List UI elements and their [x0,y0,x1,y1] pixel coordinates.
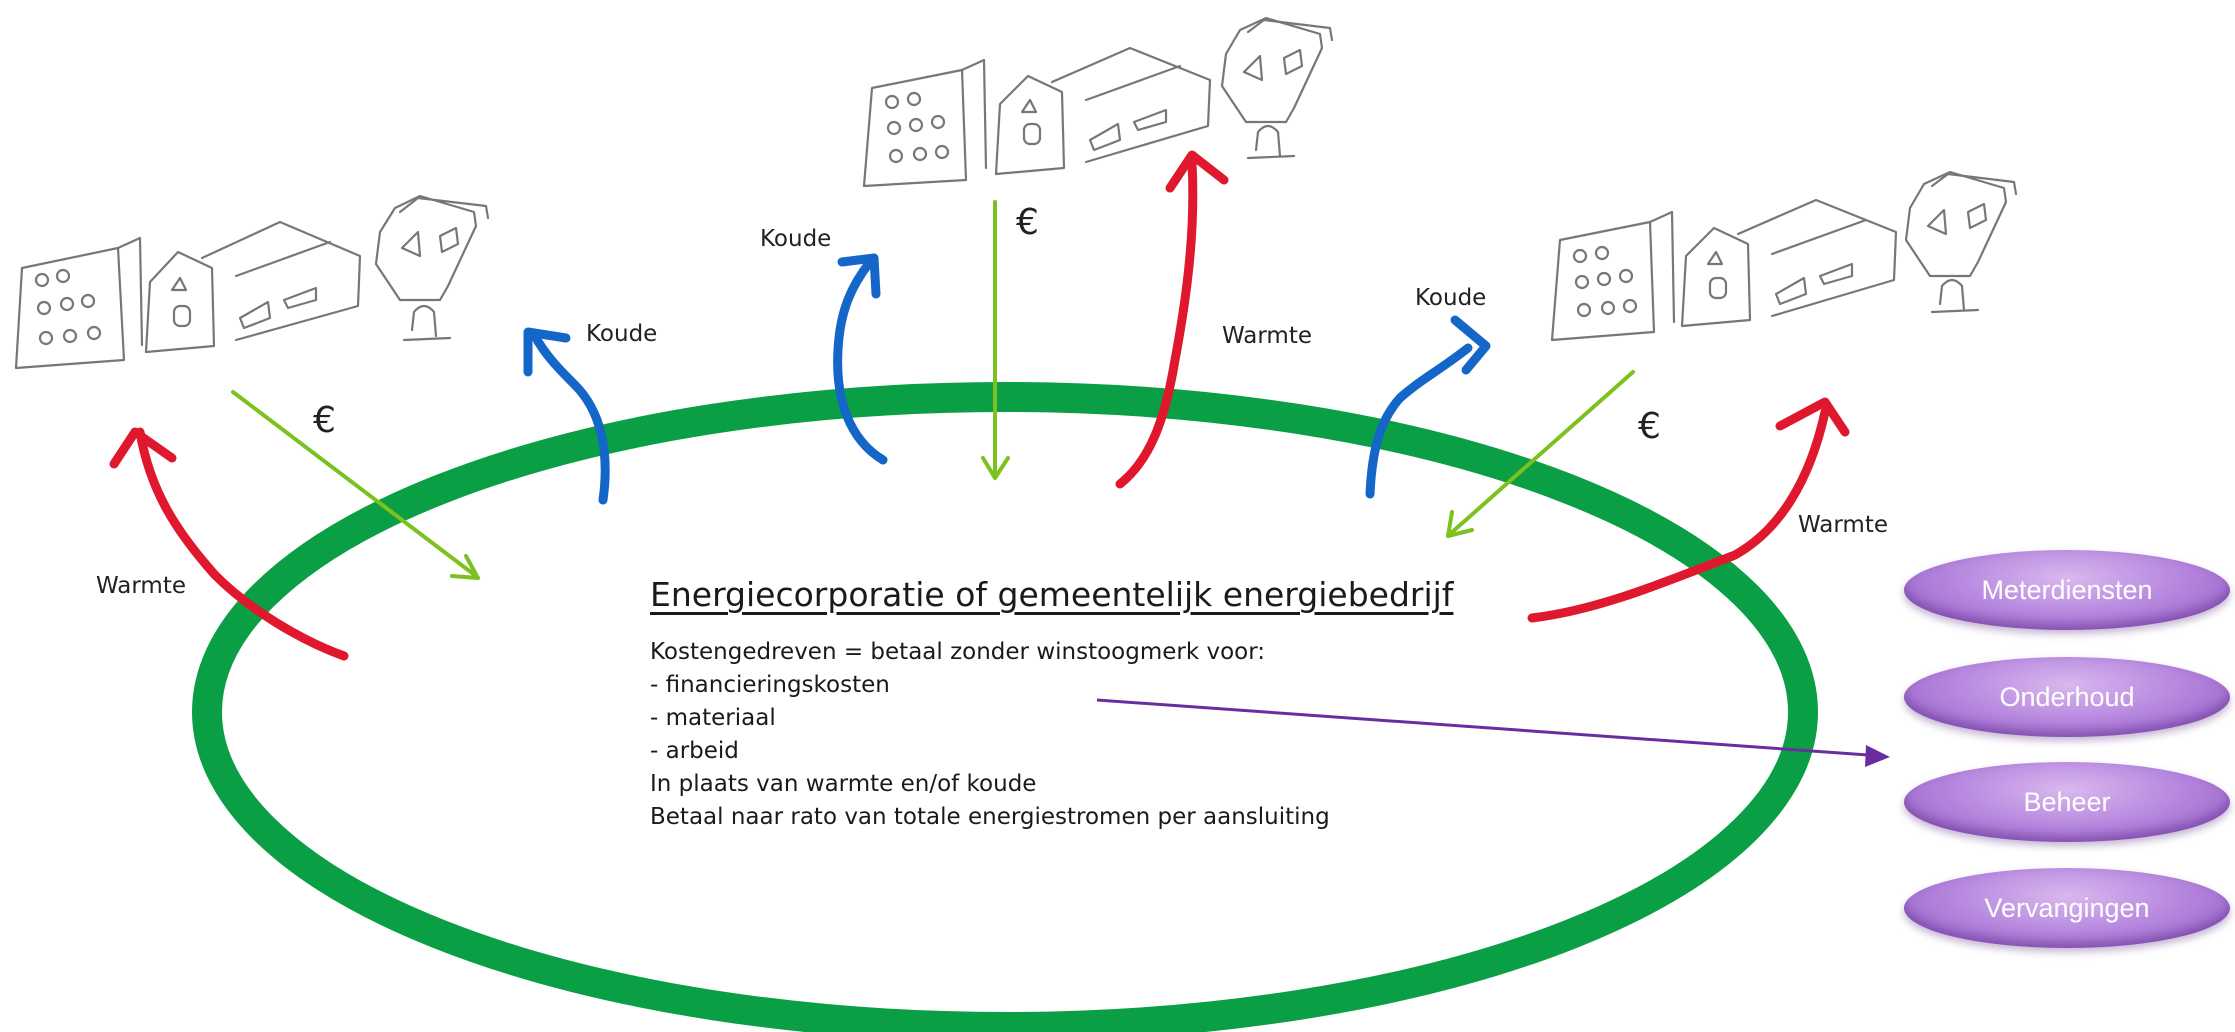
center-text-block: Energiecorporatie of gemeentelijk energi… [650,575,1550,834]
body-line: Betaal naar rato van totale energiestrom… [650,804,1330,830]
heat-arrow-right-head [1775,397,1850,437]
cold-arrow-right-head [1450,315,1491,375]
heat-arrow-left [135,427,349,661]
money-arrow-left [231,390,478,578]
energy-ring [192,382,1818,1032]
label-koude-right: Koude [1415,285,1486,311]
heat-arrow-top-head [1165,150,1229,193]
service-link-arrow [1096,698,1890,767]
euro-top: € [1016,202,1039,243]
label-warmte-right: Warmte [1798,512,1888,538]
buildings-left [14,194,490,370]
cold-arrow-left [530,331,610,505]
label-warmte-left: Warmte [96,573,186,599]
service-pill-onderhoud: Onderhoud [1904,657,2230,737]
buildings-right [1550,170,2018,342]
service-pill-beheer: Beheer [1904,762,2230,842]
label-warmte-top: Warmte [1222,323,1312,349]
label-koude-top: Koude [760,226,831,252]
money-arrow-top-head [981,456,1010,480]
heat-arrow-top [1115,157,1198,489]
diagram-title: Energiecorporatie of gemeentelijk energi… [650,575,1454,614]
money-arrow-left-head [450,554,480,580]
body-line: In plaats van warmte en/of koude [650,771,1037,797]
body-line: - arbeid [650,738,739,764]
label-koude-left: Koude [586,321,657,347]
buildings-top [862,16,1334,188]
money-arrows [231,200,1635,580]
cold-arrow-left-head [523,327,571,377]
service-pill-meterdiensten: Meterdiensten [1904,550,2230,630]
euro-left: € [313,400,336,441]
heat-arrow-left-head [109,427,177,469]
service-pill-vervangingen: Vervangingen [1904,868,2230,948]
heat-arrow-right [1527,407,1830,623]
body-line: Kostengedreven = betaal zonder winstoogm… [650,639,1266,665]
cold-arrow-right [1365,343,1473,499]
money-arrow-right [1448,370,1635,536]
cold-arrow-top [833,257,888,465]
cold-arrows [523,253,1491,505]
money-arrow-right-head [1446,510,1474,538]
heat-arrows [109,150,1850,661]
body-line: - materiaal [650,705,776,731]
body-line: - financieringskosten [650,672,890,698]
euro-right: € [1638,406,1661,447]
cold-arrow-top-head [837,253,881,299]
